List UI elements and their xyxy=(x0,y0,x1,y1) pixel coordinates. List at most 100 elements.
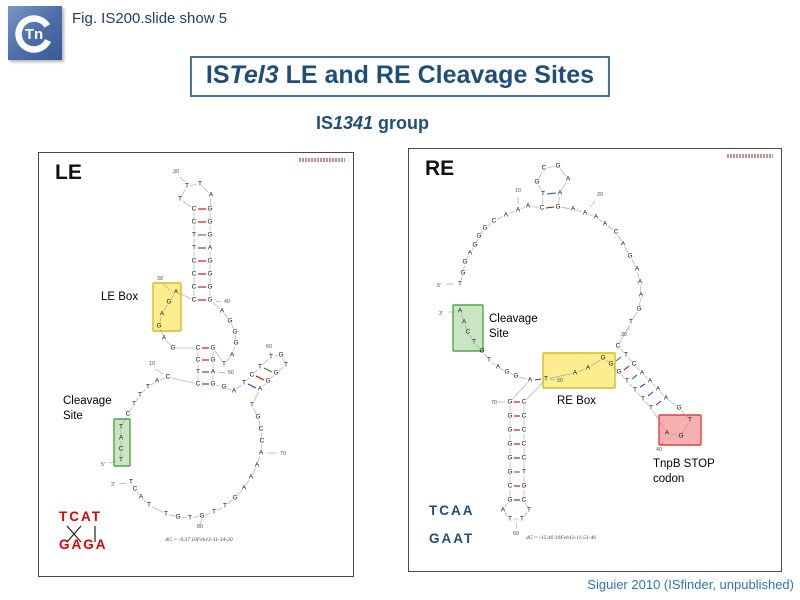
highlight-box-red xyxy=(658,414,702,446)
label-tick xyxy=(217,371,226,374)
nucleotide: G xyxy=(507,455,512,462)
title-italic: Tel3 xyxy=(229,61,279,89)
nucleotide: A xyxy=(259,450,264,457)
label-tick xyxy=(515,522,518,530)
nucleotide: T xyxy=(541,191,545,198)
nucleotide: A xyxy=(209,192,214,199)
backbone-link xyxy=(132,484,134,487)
nucleotide: T xyxy=(508,516,512,523)
panel-label-le: LE xyxy=(55,161,82,184)
nucleotide: T xyxy=(629,319,633,326)
nucleotide: T xyxy=(198,181,202,188)
sequence-annotation: TCAT xyxy=(59,509,102,524)
nucleotide: A xyxy=(516,207,521,214)
nucleotide: A xyxy=(558,190,563,197)
nucleotide: G xyxy=(199,513,204,520)
nucleotide: C xyxy=(196,345,201,352)
nucleotide: G xyxy=(207,297,212,304)
backbone-link xyxy=(538,170,543,180)
backbone-link xyxy=(160,329,163,335)
annotation-text: Cleavage xyxy=(63,395,112,407)
annotation-text: RE Box xyxy=(557,395,596,407)
nucleotide: G xyxy=(676,405,681,412)
nucleotide: A xyxy=(208,245,213,252)
backbone-link xyxy=(681,410,688,418)
backbone-link xyxy=(500,368,505,371)
backbone-link xyxy=(466,255,469,260)
nucleotide: A xyxy=(160,311,165,318)
nucleotide: G xyxy=(507,399,512,406)
backbone-link xyxy=(270,375,274,379)
backbone-link xyxy=(178,293,192,299)
label-tick xyxy=(269,351,272,356)
backbone-link xyxy=(617,234,622,242)
position-label: 3' xyxy=(439,311,443,317)
nucleotide: T xyxy=(132,401,136,408)
backbone-link xyxy=(644,375,648,379)
position-label: 60 xyxy=(513,531,519,537)
nucleotide: A xyxy=(571,206,576,213)
title-prefix: IS xyxy=(205,61,230,89)
base-pair-bond xyxy=(247,383,257,389)
nucleotide: G xyxy=(608,361,613,368)
backbone-link xyxy=(588,213,593,217)
nucleotide: G xyxy=(210,357,215,364)
nucleotide: C xyxy=(522,497,527,504)
backbone-link xyxy=(559,168,567,177)
backbone-link xyxy=(605,359,609,363)
nucleotide: C xyxy=(192,271,197,278)
nucleotide: A xyxy=(258,386,263,393)
base-pair-bond xyxy=(255,375,265,381)
nucleotide: A xyxy=(528,377,533,384)
nucleotide: C xyxy=(192,297,197,304)
position-label: 80 xyxy=(197,524,203,530)
nucleotide: T xyxy=(242,380,246,387)
nucleotide: G xyxy=(600,355,605,362)
nucleotide: A xyxy=(139,494,144,501)
page-title: ISTel3 LE and RE Cleavage Sites xyxy=(189,56,611,97)
backbone-link xyxy=(549,373,572,379)
base-pair-bond xyxy=(639,383,646,388)
backbone-link xyxy=(159,317,162,323)
credit-line: Siguier 2010 (ISfinder, unpublished) xyxy=(587,577,794,592)
backbone-link xyxy=(476,344,480,349)
backbone-link xyxy=(561,207,570,209)
backbone-link xyxy=(509,373,514,375)
backbone-link xyxy=(171,377,195,384)
nucleotide: C xyxy=(466,329,471,336)
backbone-link xyxy=(190,184,197,186)
nucleotide: C xyxy=(166,374,171,381)
nucleotide: T xyxy=(119,424,123,431)
label-tick xyxy=(162,283,171,291)
label-tick xyxy=(179,176,186,183)
backbone-link xyxy=(590,359,601,367)
backbone-link xyxy=(652,383,656,387)
nucleotide: G xyxy=(221,384,226,391)
base-pair-bond xyxy=(545,206,555,209)
backbone-link xyxy=(252,467,256,475)
backbone-link xyxy=(607,225,614,231)
nucleotide: A xyxy=(640,370,645,377)
nucleotide: C xyxy=(192,206,197,213)
nucleotide: A xyxy=(249,474,254,481)
nucleotide: A xyxy=(162,335,167,342)
nucleotide: T xyxy=(164,511,168,518)
annotation-text: TnpB STOP xyxy=(653,458,715,470)
sequence-annotation: GAAT xyxy=(429,531,474,546)
base-pair-bond xyxy=(631,374,638,380)
logo-text: Tn xyxy=(25,26,43,43)
backbone-link xyxy=(463,265,465,270)
backbone-link xyxy=(169,514,175,517)
backbone-link xyxy=(232,346,236,352)
backbone-link xyxy=(637,392,641,397)
backbone-link xyxy=(223,313,229,319)
backbone-link xyxy=(509,211,515,214)
nucleotide: A xyxy=(573,370,578,377)
title-suffix: LE and RE Cleavage Sites xyxy=(278,61,595,89)
nucleotide: T xyxy=(258,364,262,371)
position-label: 10 xyxy=(515,188,521,194)
backbone-link xyxy=(558,196,560,204)
backbone-link xyxy=(237,490,242,496)
base-pair-bond xyxy=(263,367,273,373)
